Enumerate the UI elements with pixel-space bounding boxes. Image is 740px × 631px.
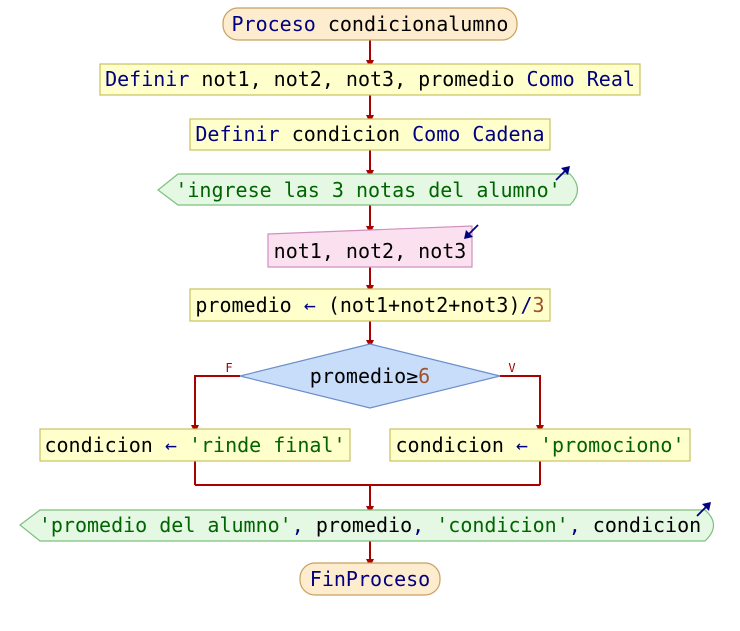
connectors bbox=[191, 40, 544, 567]
assign-arrow: ← bbox=[153, 433, 189, 457]
start-node: Proceso condicionalumno bbox=[222, 7, 518, 41]
assign-operator: / bbox=[521, 293, 533, 317]
assign-string: 'rinde final' bbox=[189, 433, 346, 457]
write-separator: , bbox=[292, 513, 316, 537]
write-string-2: 'condicion' bbox=[436, 513, 568, 537]
assign-node-false: condicion ← 'rinde final' bbox=[39, 428, 351, 462]
condition-number: 6 bbox=[418, 364, 430, 388]
read-vars: not1, not2, not3 bbox=[274, 239, 467, 263]
input-arrow-icon bbox=[464, 224, 479, 239]
assign-arrow: ← bbox=[504, 433, 540, 457]
assign-expression: (not1+not2+not3) bbox=[328, 293, 521, 317]
assign-target: condicion bbox=[44, 433, 152, 457]
write-separator: , bbox=[412, 513, 436, 537]
true-branch-label: V bbox=[508, 361, 515, 375]
start-keyword: Proceso bbox=[232, 12, 316, 36]
write-var-1: promedio bbox=[316, 513, 412, 537]
define-node-1: Definir not1, not2, not3, promedio Como … bbox=[99, 63, 641, 96]
assign-target: condicion bbox=[396, 433, 504, 457]
output-arrow-icon bbox=[555, 166, 570, 181]
svg-text:Definir not1, not2, not3, prom: Definir not1, not2, not3, promedio Como … bbox=[105, 67, 635, 91]
assign-node-promedio: promedio ← (not1+not2+not3)/3 bbox=[189, 288, 551, 322]
svg-text:promedio ← (not1+not2+not3)/3: promedio ← (not1+not2+not3)/3 bbox=[195, 293, 544, 317]
process-name: condicionalumno bbox=[316, 12, 509, 36]
svg-text:Definir condicion Como Cadena: Definir condicion Como Cadena bbox=[195, 122, 544, 146]
define-vars: condicion bbox=[280, 122, 412, 146]
svg-text:'promedio del alumno', promedi: 'promedio del alumno', promedio, 'condic… bbox=[39, 513, 701, 537]
svg-text:condicion ← 'promociono': condicion ← 'promociono' bbox=[396, 433, 685, 457]
end-node: FinProceso bbox=[299, 562, 441, 596]
condition-expression: promedio≥ bbox=[310, 364, 418, 388]
assign-string: 'promociono' bbox=[540, 433, 685, 457]
read-node: not1, not2, not3 bbox=[267, 224, 479, 268]
false-branch-label: F bbox=[225, 361, 232, 375]
assign-target: promedio bbox=[195, 293, 291, 317]
write-node-2: 'promedio del alumno', promedio, 'condic… bbox=[19, 502, 715, 542]
end-keyword: FinProceso bbox=[310, 567, 430, 591]
decision-node: promedio≥6 F V bbox=[225, 343, 516, 409]
define-node-2: Definir condicion Como Cadena bbox=[189, 118, 551, 151]
write-1-text: 'ingrese las 3 notas del alumno' bbox=[175, 178, 560, 202]
output-arrow-icon bbox=[696, 502, 711, 517]
define-type: Como Real bbox=[527, 67, 635, 91]
svg-text:Proceso condicionalumno: Proceso condicionalumno bbox=[232, 12, 509, 36]
svg-text:condicion ← 'rinde final': condicion ← 'rinde final' bbox=[44, 433, 345, 457]
assign-number: 3 bbox=[533, 293, 545, 317]
define-keyword: Definir bbox=[195, 122, 279, 146]
write-var-2: condicion bbox=[593, 513, 701, 537]
define-vars: not1, not2, not3, promedio bbox=[189, 67, 526, 91]
edge-decision-false bbox=[191, 375, 240, 433]
write-node-1: 'ingrese las 3 notas del alumno' bbox=[157, 166, 579, 206]
assign-arrow: ← bbox=[292, 293, 328, 317]
define-type: Como Cadena bbox=[412, 122, 544, 146]
assign-node-true: condicion ← 'promociono' bbox=[389, 428, 691, 462]
write-separator: , bbox=[569, 513, 593, 537]
edge-decision-true bbox=[500, 375, 544, 433]
svg-text:promedio≥6: promedio≥6 bbox=[310, 364, 430, 388]
define-keyword: Definir bbox=[105, 67, 189, 91]
write-string-1: 'promedio del alumno' bbox=[39, 513, 292, 537]
